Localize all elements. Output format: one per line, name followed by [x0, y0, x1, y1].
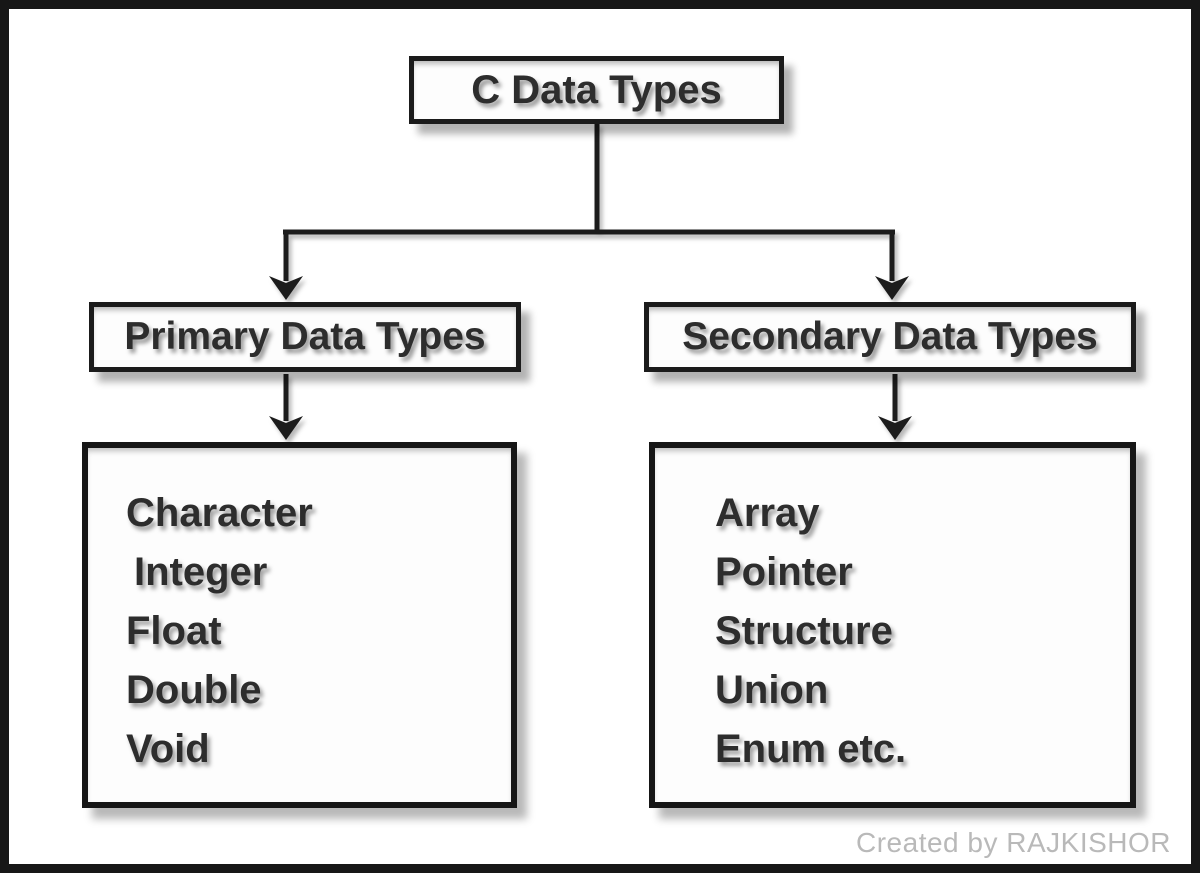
list-item: Structure — [715, 609, 893, 653]
secondary-types-list: Array Pointer Structure Union Enum etc. — [655, 448, 1130, 779]
arrowhead-right-branch — [875, 276, 909, 300]
branch-primary-label: Primary Data Types — [124, 315, 486, 358]
list-item: Integer — [134, 550, 268, 594]
arrowhead-left-branch — [269, 276, 303, 300]
root-node-c-data-types: C Data Types — [409, 56, 784, 124]
credit-text: Created by RAJKISHOR — [856, 827, 1171, 858]
list-item: Enum etc. — [715, 727, 907, 771]
arrowhead-secondary-list — [878, 416, 912, 440]
primary-types-list-box: Character Integer Float Double Void — [82, 442, 517, 808]
arrowhead-primary-list — [269, 416, 303, 440]
list-item: Character — [126, 491, 313, 535]
branch-secondary-label: Secondary Data Types — [682, 315, 1098, 358]
list-item: Float — [126, 609, 222, 653]
list-item: Pointer — [715, 550, 853, 594]
list-item: Union — [715, 668, 829, 712]
branch-node-secondary: Secondary Data Types — [644, 302, 1136, 372]
list-item: Void — [126, 727, 210, 771]
list-item: Double — [126, 668, 262, 712]
root-node-label: C Data Types — [471, 67, 722, 112]
branch-node-primary: Primary Data Types — [89, 302, 521, 372]
secondary-types-list-box: Array Pointer Structure Union Enum etc. — [649, 442, 1136, 808]
list-item: Array — [715, 491, 820, 535]
primary-types-list: Character Integer Float Double Void — [88, 448, 511, 779]
